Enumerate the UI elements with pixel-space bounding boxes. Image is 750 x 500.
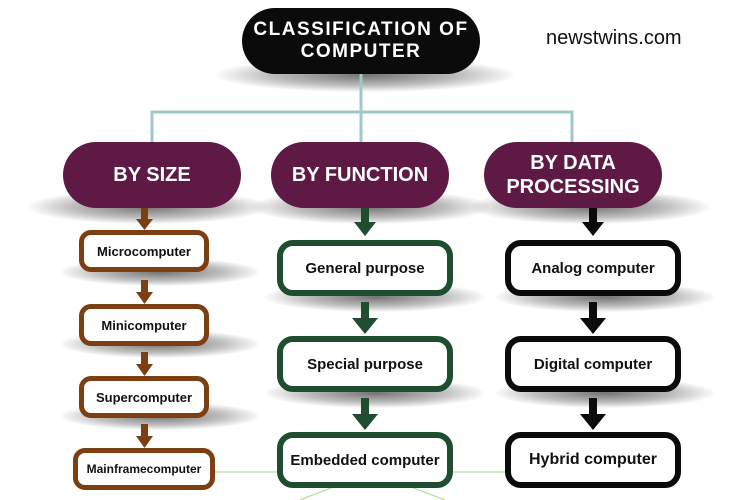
site-name: newstwins.com — [546, 27, 682, 49]
node-special-purpose: Special purpose — [277, 336, 453, 392]
node-microcomputer: Microcomputer — [79, 230, 209, 272]
category-by-size: BY SIZE — [63, 142, 241, 208]
diagram-title: CLASSIFICATION OF COMPUTER — [242, 8, 480, 74]
node-digital-computer: Digital computer — [505, 336, 681, 392]
node-mainframecomputer: Mainframecomputer — [73, 448, 215, 490]
category-by-data-processing: BY DATA PROCESSING — [484, 142, 662, 208]
node-supercomputer: Supercomputer — [79, 376, 209, 418]
node-analog-computer: Analog computer — [505, 240, 681, 296]
node-general-purpose: General purpose — [277, 240, 453, 296]
node-embedded-computer: Embedded computer — [277, 432, 453, 488]
category-by-function: BY FUNCTION — [271, 142, 449, 208]
node-minicomputer: Minicomputer — [79, 304, 209, 346]
node-hybrid-computer: Hybrid computer — [505, 432, 681, 488]
